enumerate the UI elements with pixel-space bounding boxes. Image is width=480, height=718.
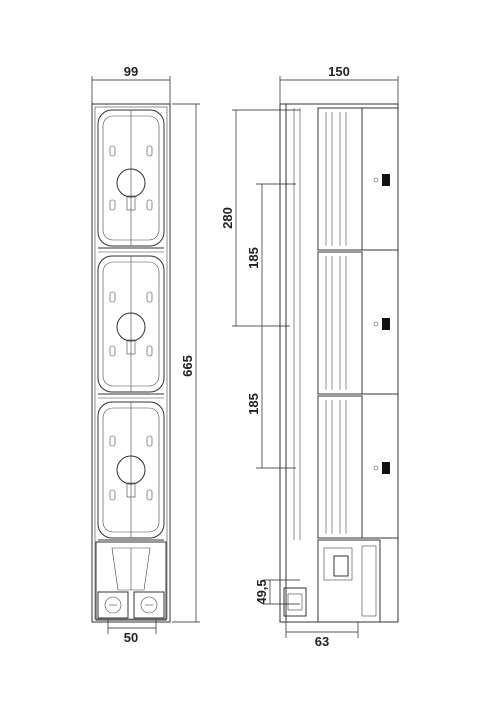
front-terminal-block [95,541,167,621]
dimension-front-height: 665 [172,103,200,623]
indicator-window-3 [382,462,390,474]
dimension-side-280: 280 [220,109,300,327]
dimension-front-bottom: 50 [107,620,157,645]
dim-label-49-5: 49,5 [254,579,269,604]
dim-label-99: 99 [124,64,138,79]
dim-label-63: 63 [315,634,329,649]
fuse-knob-1 [116,168,146,198]
dim-label-185-b: 185 [246,393,261,415]
side-module-3 [317,395,363,539]
dimension-front-width: 99 [91,64,171,104]
fuse-knob-3 [116,455,146,485]
front-view: 99 665 50 [91,64,200,645]
fuse-module-3 [97,401,165,541]
side-terminal-block [283,539,381,623]
fuse-module-1 [97,109,165,253]
indicator-window-2 [382,318,390,330]
dim-label-150: 150 [328,64,350,79]
dimension-side-185-b: 185 [246,326,296,469]
dim-label-50: 50 [124,630,138,645]
dim-label-185-a: 185 [246,247,261,269]
indicator-window-1 [382,174,390,186]
fuse-module-2 [97,255,165,399]
dimension-side-185-a: 185 [246,183,296,326]
dimension-side-terminal: 49,5 [254,579,300,605]
fuse-knob-2 [116,312,146,342]
dimension-side-bottom: 63 [285,622,359,649]
dim-label-280: 280 [220,207,235,229]
dimension-side-width: 150 [279,64,399,104]
front-frame [91,103,171,623]
side-module-2 [317,251,363,395]
side-view: 150 280 185 185 49,5 [220,64,399,649]
side-module-1 [317,107,363,251]
dim-label-665: 665 [180,355,195,377]
